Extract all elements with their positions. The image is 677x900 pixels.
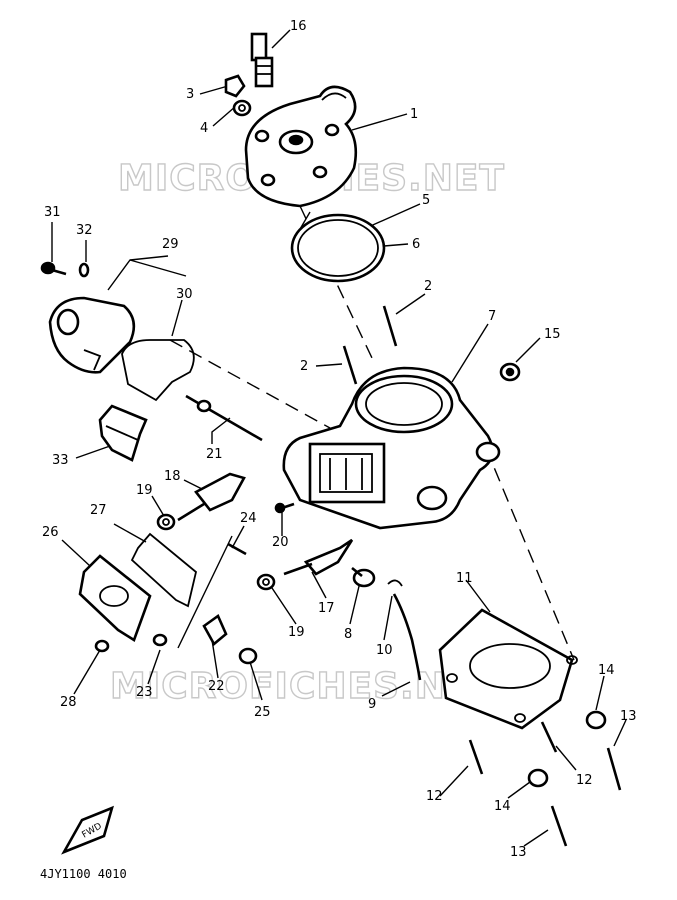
callout-30: 30 (176, 287, 193, 302)
screw-28 (94, 639, 110, 653)
callout-1: 1 (410, 107, 418, 122)
spark-plug (250, 32, 274, 88)
washer-19-lower (256, 573, 276, 591)
callout-32: 32 (76, 223, 93, 238)
callout-27: 27 (90, 503, 107, 518)
pin-24 (227, 542, 247, 556)
callout-22: 22 (208, 679, 225, 694)
bolt-23 (152, 633, 168, 647)
stud-13-upper (606, 747, 622, 791)
cover-26 (78, 554, 152, 642)
stud-13-lower (550, 805, 568, 847)
callout-2-left: 2 (300, 359, 308, 374)
callout-14-upper: 14 (598, 663, 615, 678)
washer-19-upper (156, 513, 176, 531)
callout-17: 17 (318, 601, 335, 616)
clip-10 (387, 579, 403, 587)
callout-23: 23 (136, 685, 153, 700)
callout-2-upper: 2 (424, 279, 432, 294)
callout-18: 18 (164, 469, 181, 484)
fwd-arrow-icon: FWD (61, 805, 114, 855)
callout-10: 10 (376, 643, 393, 658)
nut-14-lower (527, 768, 549, 788)
bolt-20 (274, 502, 295, 514)
bolt-31 (40, 261, 67, 276)
hose-9 (392, 593, 422, 681)
stud-12-right (540, 721, 558, 753)
callout-13-upper: 13 (620, 709, 637, 724)
head-washer (232, 99, 252, 117)
callout-3: 3 (186, 87, 194, 102)
callout-20: 20 (272, 535, 289, 550)
cover-gasket (121, 339, 195, 402)
callout-5: 5 (422, 193, 430, 208)
valve-cover (48, 296, 136, 374)
callout-19-lower: 19 (288, 625, 305, 640)
head-gasket (290, 213, 386, 283)
callout-12-right: 12 (576, 773, 593, 788)
cylinder-stud-left (342, 345, 358, 385)
callout-14-lower: 14 (494, 799, 511, 814)
washer-25 (238, 647, 258, 665)
seal-33 (98, 404, 148, 462)
nut-14-upper (585, 710, 607, 730)
callout-12-left: 12 (426, 789, 443, 804)
callout-26: 26 (42, 525, 59, 540)
head-nut (224, 74, 246, 98)
callout-9: 9 (368, 697, 376, 712)
callout-21: 21 (206, 447, 223, 462)
callout-8: 8 (344, 627, 352, 642)
callout-33: 33 (52, 453, 69, 468)
cylinder-head (244, 85, 358, 208)
exhaust-valve-17 (283, 538, 354, 576)
callout-25: 25 (254, 705, 271, 720)
base-gasket (438, 608, 578, 730)
gasket-27 (130, 532, 198, 608)
callout-6: 6 (412, 237, 420, 252)
leader-lines (51, 29, 627, 847)
callout-15: 15 (544, 327, 561, 342)
bracket-22 (202, 614, 228, 647)
fitting-8 (351, 566, 376, 588)
callout-16: 16 (290, 19, 307, 34)
callout-11: 11 (456, 571, 473, 586)
exhaust-valve-18 (177, 472, 246, 522)
callout-24: 24 (240, 511, 257, 526)
watermark-bottom: MICROFICHES.NET (110, 666, 497, 707)
callout-7: 7 (488, 309, 496, 324)
cylinder (282, 366, 501, 530)
callout-31: 31 (44, 205, 61, 220)
valve-shaft (185, 394, 263, 442)
callout-4: 4 (200, 121, 208, 136)
nut-15 (499, 362, 521, 382)
callout-28: 28 (60, 695, 77, 710)
callout-29: 29 (162, 237, 179, 252)
callout-labels: 16 3 4 1 5 6 31 32 29 30 2 7 15 2 21 33 … (42, 19, 637, 860)
callout-19-upper: 19 (136, 483, 153, 498)
callout-13-lower: 13 (510, 845, 527, 860)
cylinder-stud-upper (382, 305, 398, 347)
washer-32 (78, 262, 90, 278)
stud-12-left (468, 739, 484, 775)
diagram-code: 4JY1100 4010 (40, 867, 127, 881)
